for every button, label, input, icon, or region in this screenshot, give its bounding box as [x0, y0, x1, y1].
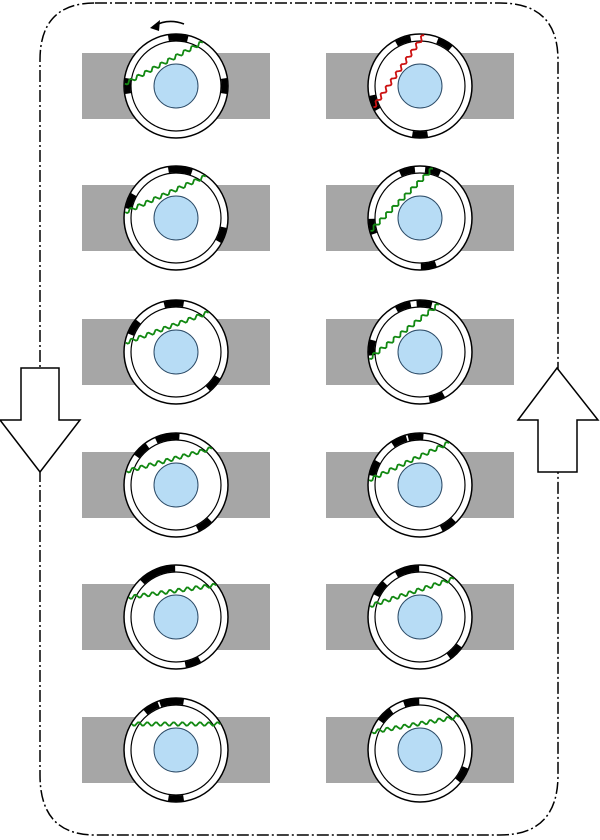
- wave-line: [124, 40, 204, 86]
- bearing-unit-left-6: [82, 697, 270, 803]
- wave-line: [369, 576, 455, 608]
- bearing-unit-right-3: [326, 299, 514, 405]
- ring-marker: [369, 94, 381, 111]
- wave-line: [370, 167, 434, 232]
- core-circle: [153, 594, 199, 640]
- ring-marker: [167, 34, 185, 42]
- ring-marker: [163, 300, 180, 308]
- core-circle: [397, 329, 443, 375]
- core-circle: [397, 195, 443, 241]
- wave-line: [128, 582, 217, 600]
- ring-marker: [436, 37, 453, 51]
- ring-marker: [428, 391, 445, 403]
- ring-marker: [439, 517, 456, 532]
- core-circle: [153, 727, 199, 773]
- bearing-unit-left-3: [82, 299, 270, 405]
- core-circle: [153, 462, 199, 508]
- ring-marker: [368, 339, 376, 356]
- bearing-unit-left-4: [82, 432, 270, 538]
- ring-marker: [411, 130, 429, 138]
- ring-marker: [125, 193, 137, 210]
- bearing-unit-right-2: [326, 165, 514, 271]
- ring-marker: [134, 443, 150, 459]
- core-circle: [397, 727, 443, 773]
- ring-marker: [155, 433, 172, 444]
- ring-marker: [395, 35, 412, 47]
- core-circle: [153, 63, 199, 109]
- bearing-unit-left-1: [82, 20, 270, 139]
- ring-marker: [184, 656, 201, 668]
- ring-marker: [215, 226, 227, 243]
- ring-marker: [167, 166, 185, 174]
- wave-line-highlight: [373, 34, 425, 109]
- ring-marker: [195, 517, 212, 532]
- curved-arrow-icon: [150, 20, 185, 31]
- core-circle: [397, 63, 443, 109]
- wave-line: [125, 310, 210, 345]
- bearing-unit-right-6: [326, 697, 514, 803]
- ring-marker: [395, 566, 412, 578]
- wave-line: [369, 303, 440, 360]
- ring-marker: [205, 375, 221, 391]
- ring-marker: [446, 643, 462, 659]
- core-circle: [397, 462, 443, 508]
- wave-line: [131, 721, 221, 727]
- ring-marker: [424, 166, 441, 177]
- ring-marker: [455, 766, 469, 783]
- cycle-path: [39, 2, 559, 836]
- ring-marker: [373, 581, 388, 598]
- core-circle: [153, 329, 199, 375]
- bearing-unit-left-2: [82, 165, 270, 271]
- up-arrow-icon: [516, 366, 600, 473]
- bearing-unit-left-5: [82, 564, 270, 670]
- ring-marker: [147, 567, 164, 580]
- bearing-units: [82, 20, 514, 803]
- wave-line: [371, 714, 460, 735]
- wave-line: [368, 441, 450, 482]
- ring-marker: [378, 708, 394, 724]
- ring-marker: [368, 218, 378, 235]
- ring-marker: [416, 300, 433, 308]
- ring-marker: [220, 77, 228, 95]
- ring-marker: [391, 435, 408, 448]
- ring-marker: [124, 77, 132, 95]
- wave-line: [126, 446, 213, 474]
- ring-marker: [369, 460, 381, 477]
- bearing-unit-right-5: [326, 564, 514, 670]
- ring-marker: [399, 166, 416, 177]
- ring-marker: [420, 260, 437, 270]
- ring-marker: [159, 698, 176, 708]
- bearing-unit-right-4: [326, 432, 514, 538]
- ring-marker: [407, 433, 424, 441]
- core-circle: [397, 594, 443, 640]
- wave-line: [124, 174, 207, 214]
- ring-marker: [143, 701, 160, 715]
- down-arrow-icon: [0, 367, 82, 474]
- ring-marker: [167, 794, 185, 802]
- ring-marker: [395, 301, 412, 313]
- ring-marker: [127, 319, 141, 336]
- bearing-unit-right-1: [326, 33, 514, 139]
- ring-marker: [403, 698, 420, 708]
- core-circle: [153, 195, 199, 241]
